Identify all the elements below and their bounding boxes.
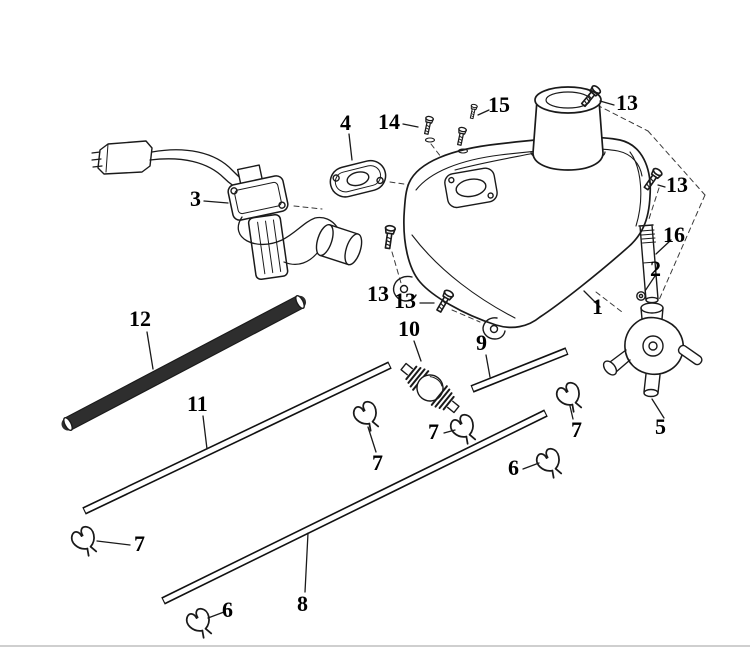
part-label-15: 15 bbox=[488, 92, 510, 117]
bolt-icon bbox=[381, 224, 397, 250]
part-label-3: 3 bbox=[190, 186, 201, 211]
part-label-14: 14 bbox=[378, 109, 400, 134]
part-label-10: 10 bbox=[398, 316, 420, 341]
screw-icon bbox=[468, 103, 479, 120]
fuel-level-sender bbox=[91, 140, 363, 281]
part-label-6: 6 bbox=[508, 455, 519, 480]
part-label-9: 9 bbox=[476, 330, 487, 355]
fuel-hose-short bbox=[470, 347, 569, 393]
hose-clamp-icon bbox=[183, 605, 219, 643]
screw-icon bbox=[454, 126, 468, 147]
part-label-13: 13 bbox=[394, 288, 416, 313]
fuel-hose-middle bbox=[82, 361, 392, 515]
part-label-13: 13 bbox=[666, 172, 688, 197]
part-label-2: 2 bbox=[650, 256, 661, 281]
part-label-4: 4 bbox=[340, 110, 351, 135]
screw-icon bbox=[421, 115, 435, 136]
part-label-6: 6 bbox=[222, 597, 233, 622]
tank-filler-neck bbox=[530, 86, 606, 171]
valve-washer bbox=[636, 291, 646, 301]
part-label-11: 11 bbox=[187, 391, 208, 416]
sender-gasket-plate bbox=[329, 159, 387, 198]
part-label-13: 13 bbox=[616, 90, 638, 115]
fuel-petcock bbox=[602, 302, 703, 398]
leader-lines bbox=[96, 100, 672, 619]
part-label-1: 1 bbox=[592, 294, 603, 319]
fuel-tank bbox=[392, 136, 652, 340]
fuel-filter bbox=[400, 362, 460, 414]
part-label-13: 13 bbox=[367, 281, 389, 306]
page-edge-line bbox=[0, 645, 750, 647]
part-label-7: 7 bbox=[571, 417, 582, 442]
hose-spring-guard bbox=[61, 294, 307, 432]
hose-clamp-icon bbox=[447, 411, 483, 449]
fuel-hose-long bbox=[161, 409, 548, 605]
part-label-8: 8 bbox=[297, 591, 308, 616]
part-label-16: 16 bbox=[663, 222, 685, 247]
hose-clamp-icon bbox=[350, 398, 386, 436]
washer-icon bbox=[424, 137, 469, 154]
part-label-7: 7 bbox=[428, 419, 439, 444]
part-label-5: 5 bbox=[655, 414, 666, 439]
part-label-12: 12 bbox=[129, 306, 151, 331]
hose-clamp-icon bbox=[533, 445, 569, 483]
part-label-7: 7 bbox=[372, 450, 383, 475]
part-label-7: 7 bbox=[134, 531, 145, 556]
hose-clamp-icon bbox=[68, 523, 104, 561]
